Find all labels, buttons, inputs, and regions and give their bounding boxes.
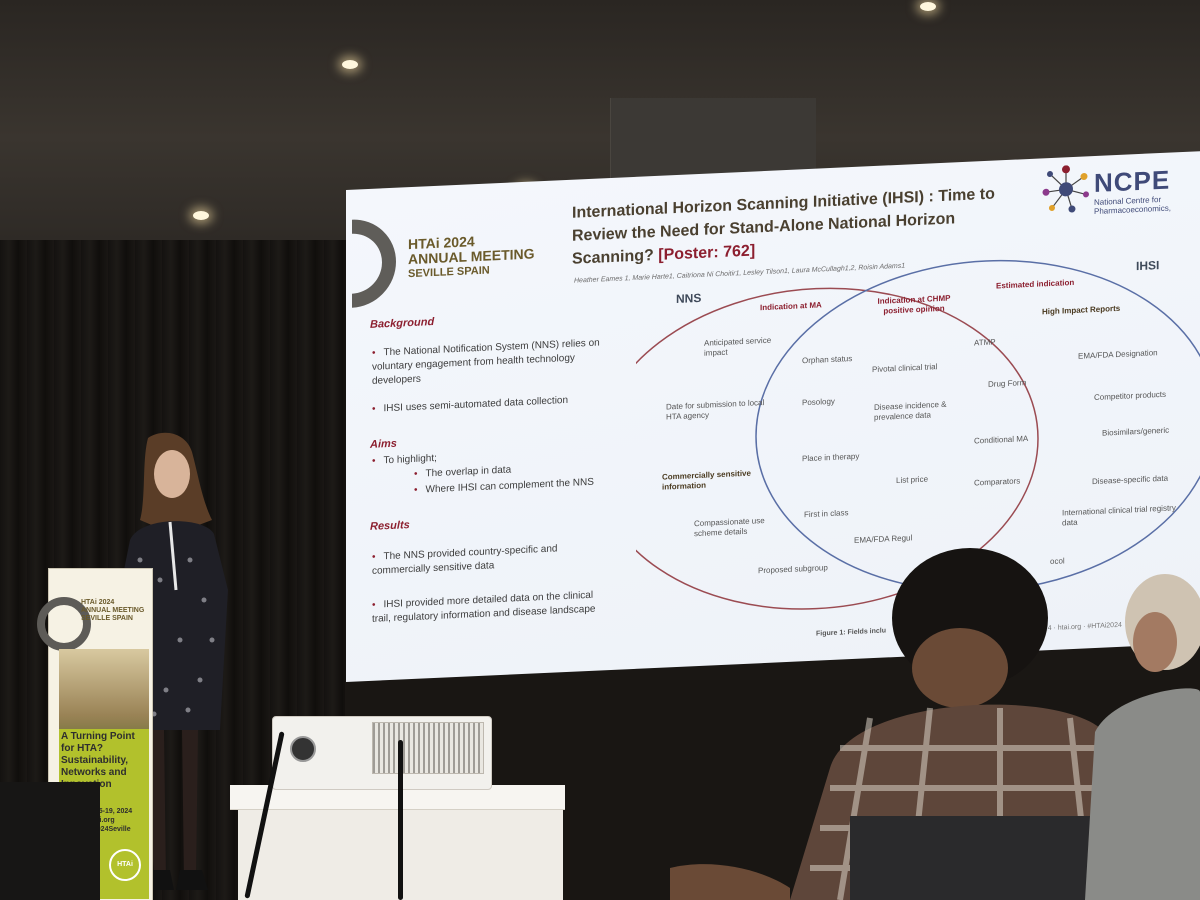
- podium-annual: ANNUAL MEETING: [81, 607, 145, 614]
- venn-item: ATMP: [974, 337, 996, 348]
- audience-member: [1085, 574, 1200, 900]
- aims-item: •The overlap in data: [414, 464, 512, 480]
- podium-dates: e 15-19, 2024 htai.org #2024Seville: [89, 807, 132, 834]
- background-heading: Background: [370, 315, 435, 331]
- ceiling-light: [920, 2, 936, 11]
- poster-number: [Poster: 762]: [658, 242, 756, 264]
- nns-circle: [636, 287, 1039, 610]
- venn-item: Anticipated service impact: [704, 335, 772, 358]
- aims-intro-text: To highlight;: [383, 452, 437, 467]
- ncpe-logo: NCPE National Centre for Pharmacoeconomi…: [1042, 151, 1200, 228]
- background-bullet: •IHSI uses semi-automated data collectio…: [372, 394, 569, 415]
- venn-item: First in class: [804, 508, 849, 520]
- venn-item: Comparators: [974, 476, 1021, 488]
- aims-item-text: The overlap in data: [425, 464, 512, 480]
- results-bullet-text: The NNS provided country-specific and co…: [372, 543, 558, 577]
- results-heading: Results: [370, 519, 410, 533]
- ihsi-set-label: IHSI: [1136, 258, 1160, 274]
- title-main: International Horizon Scanning Initiativ…: [572, 185, 995, 268]
- htai-ring-logo: [352, 219, 396, 308]
- ceiling-light: [193, 211, 209, 220]
- podium-url: htai.org: [89, 817, 115, 824]
- podium-year: HTAi 2024: [81, 599, 115, 606]
- aims-heading: Aims: [370, 437, 397, 451]
- ceiling-light: [342, 60, 358, 69]
- aims-item-text: Where IHSI can complement the NNS: [425, 476, 594, 496]
- background-bullet-text: IHSI uses semi-automated data collection: [383, 394, 569, 415]
- ncpe-wordmark: NCPE: [1094, 164, 1171, 199]
- cable: [398, 740, 403, 900]
- venn-item: Drug Form: [988, 378, 1027, 389]
- venn-item: Posology: [802, 396, 835, 408]
- podium-hashtag: #2024Seville: [89, 826, 131, 833]
- aims-item: •Where IHSI can complement the NNS: [414, 476, 594, 496]
- podium-ring-logo: [37, 597, 91, 651]
- nns-set-label: NNS: [676, 290, 702, 307]
- chair: [0, 782, 100, 900]
- background-bullet-text: The National Notification System (NNS) r…: [372, 337, 600, 387]
- ncpe-molecule-icon: [1042, 165, 1089, 213]
- podium-htai-badge: HTAi: [109, 849, 141, 881]
- venn-item: List price: [896, 474, 929, 486]
- results-bullet: •The NNS provided country-specific and c…: [372, 543, 558, 577]
- podium-title: HTAi 2024 ANNUAL MEETING SEVILLE SPAIN: [81, 599, 144, 623]
- podium-date-line: e 15-19, 2024: [89, 808, 133, 815]
- projector-lens: [290, 736, 316, 762]
- podium-location: SEVILLE SPAIN: [81, 615, 133, 622]
- background-bullet: •The National Notification System (NNS) …: [372, 337, 600, 387]
- results-bullet-text: IHSI provided more detailed data on the …: [372, 589, 596, 625]
- htai-meeting-label: HTAi 2024 ANNUAL MEETING SEVILLE SPAIN: [408, 231, 535, 282]
- projector-vent: [372, 722, 484, 774]
- results-bullet: •IHSI provided more detailed data on the…: [372, 589, 596, 625]
